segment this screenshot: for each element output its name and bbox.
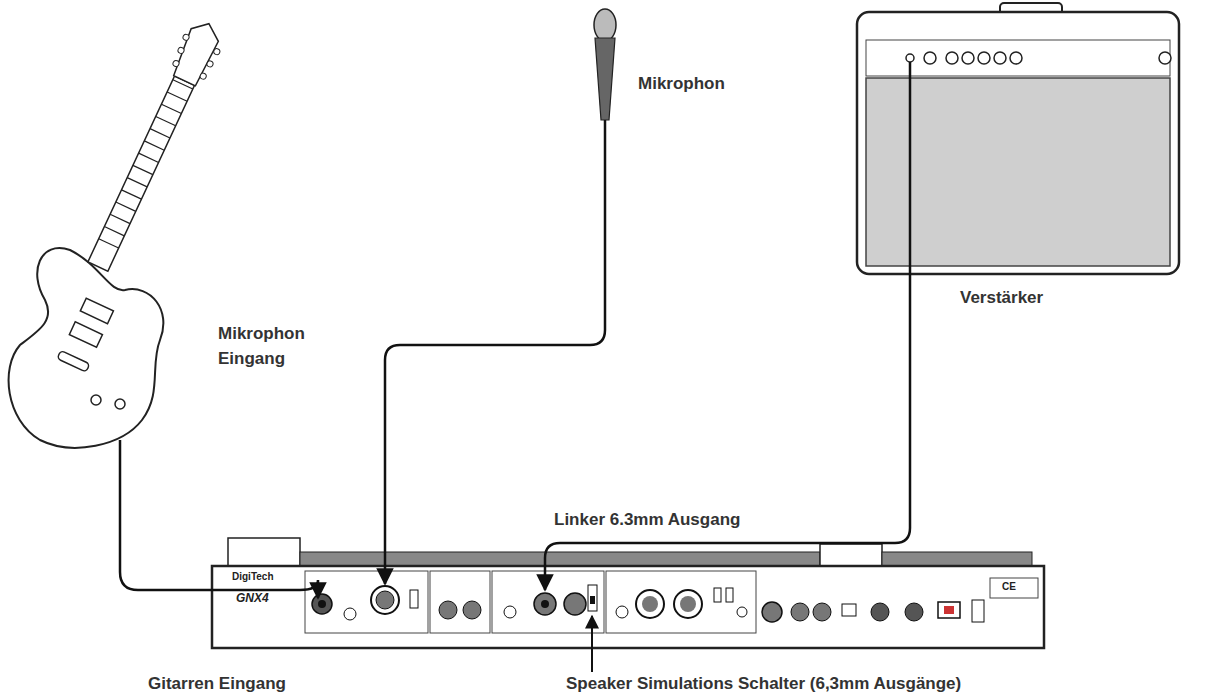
fret [127,178,147,187]
model-logo: GNX4 [236,590,269,607]
fret [122,190,142,199]
brand-logo: DigiTech [232,570,273,585]
fret [150,129,170,138]
output-label: Linker 6.3mm Ausgang [554,508,740,533]
fret [173,80,193,89]
amp-knob [994,52,1006,64]
fret [99,239,119,248]
guitar [9,16,229,448]
switch-label: Speaker Simulations Schalter (6,3mm Ausg… [566,672,961,697]
fret [167,92,187,101]
fret [133,165,153,174]
amp-knob [946,52,958,64]
amp-knob [924,52,936,64]
fret [161,104,181,113]
amp-knob [1010,52,1022,64]
amplifier [857,3,1179,274]
input-label: Mikrophon Eingang [218,322,328,371]
amp-knob [906,54,914,62]
fret [144,141,164,150]
amplifier-label: Verstärker [960,286,1043,311]
fret [139,153,159,162]
amp-knob [978,52,990,64]
fret [156,116,176,125]
input-label: Gitarren Eingang [148,672,286,697]
ce-mark: CE [1002,580,1016,595]
amp-knob [962,52,974,64]
fret [104,227,124,236]
amp-knob [1159,52,1171,64]
microphone-label: Mikrophon [638,72,725,97]
gnx4-rear-panel [212,538,1044,648]
microphone [594,9,616,120]
cables [120,62,910,672]
fret [110,214,130,223]
fret [116,202,136,211]
